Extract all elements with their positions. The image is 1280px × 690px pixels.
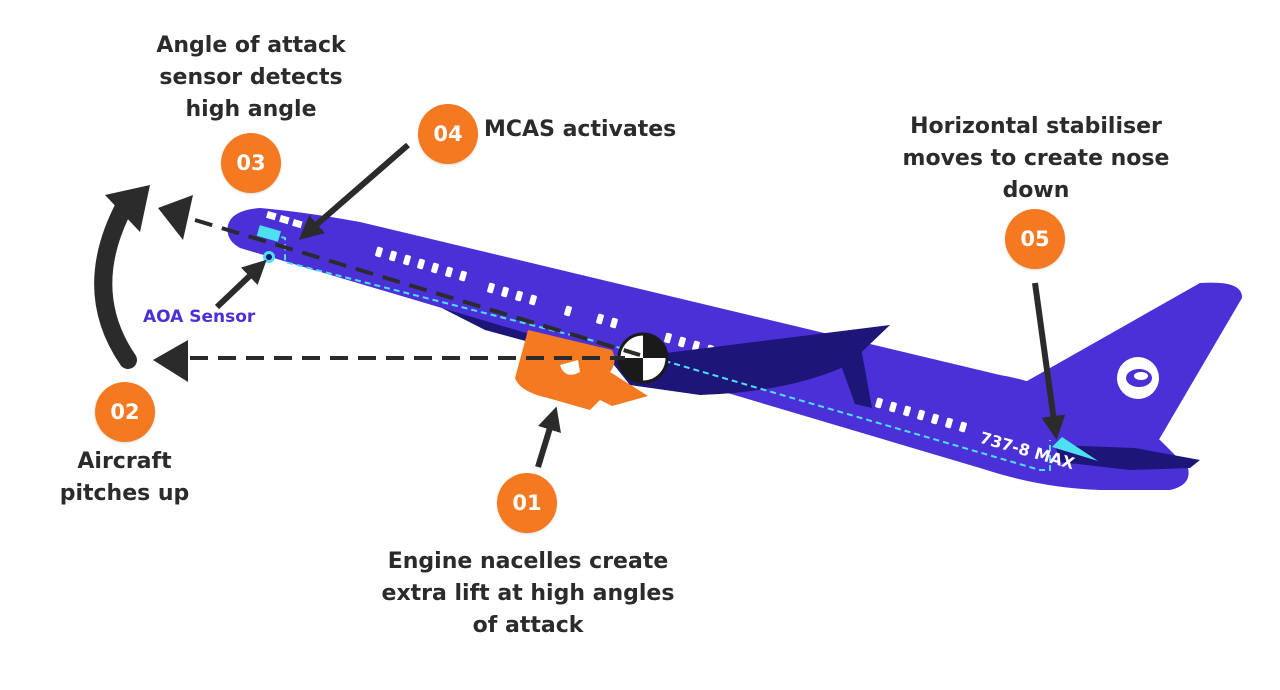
pitch-up-arrowhead-icon xyxy=(105,185,150,232)
aoa-sensor-icon xyxy=(263,251,275,263)
pitch-attitude-line xyxy=(194,218,641,357)
arrow-to-aoa-sensor xyxy=(214,259,267,310)
passenger-windows-forward xyxy=(375,246,618,329)
center-of-gravity-icon xyxy=(617,332,669,384)
arrow-to-engine xyxy=(535,406,561,468)
step-02-caption: Aircraft pitches up xyxy=(59,449,190,506)
aoa-sensor-label: AOA Sensor xyxy=(143,307,256,327)
mcas-computer-icon xyxy=(256,225,281,242)
step-03-badge: 03 xyxy=(221,133,281,193)
winglet xyxy=(842,342,872,408)
step-05-caption: Horizontal stabiliser moves to create no… xyxy=(902,114,1170,203)
step-02-badge: 02 xyxy=(95,382,155,442)
step-01-caption: Engine nacelles create extra lift at hig… xyxy=(381,549,675,638)
engine-spinner-icon xyxy=(560,360,580,375)
pitch-attitude-arrowhead xyxy=(158,195,193,240)
step-01-badge: 01 xyxy=(497,473,557,533)
tail-logo xyxy=(1117,357,1159,399)
stabiliser-actuator-icon xyxy=(1052,437,1098,461)
step-04-badge: 04 xyxy=(418,104,478,164)
arrow-to-mcas-computer xyxy=(298,142,410,240)
arrow-to-stabiliser xyxy=(1032,282,1066,440)
pitch-up-curve-arrow xyxy=(94,196,137,369)
horizontal-arrowhead xyxy=(153,340,188,382)
engine-nacelle xyxy=(515,330,648,410)
step-03-caption: Angle of attack sensor detects high angl… xyxy=(156,33,346,122)
step-05-badge: 05 xyxy=(1005,209,1065,269)
step-04-caption: MCAS activates xyxy=(484,117,677,142)
horizontal-stabiliser xyxy=(1055,445,1200,470)
near-wing xyxy=(610,325,890,395)
